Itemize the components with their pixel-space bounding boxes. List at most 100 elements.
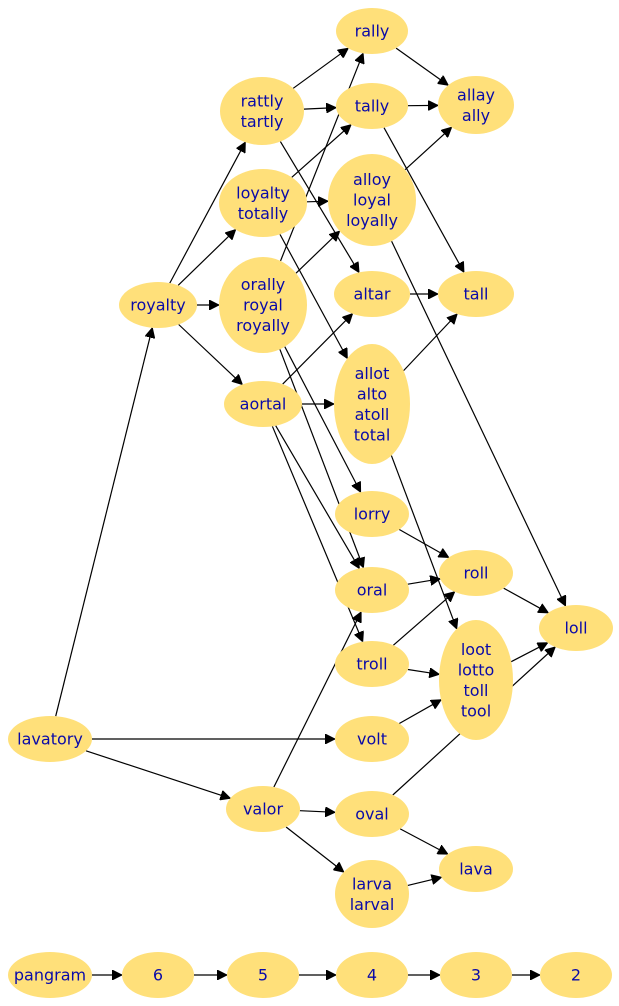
node-label: altar [354, 285, 391, 304]
node-label: totally [238, 204, 289, 223]
edge-oral-to-roll [407, 579, 440, 584]
node-label: oval [355, 805, 389, 824]
node-ellipse [8, 952, 92, 998]
node-ellipse [328, 154, 416, 246]
node-ellipse [219, 257, 307, 353]
node-label: oral [357, 581, 388, 600]
node-n2: 2 [540, 952, 612, 998]
edges-layer [55, 47, 566, 975]
node-rally: rally [336, 8, 408, 54]
node-label: valor [243, 800, 284, 819]
edge-aortal-to-oral [275, 425, 360, 569]
node-label: rally [355, 22, 390, 41]
node-label: alloy [353, 170, 391, 189]
node-n4: 4 [336, 952, 408, 998]
node-label: loll [564, 619, 587, 638]
edge-rally-to-allay [395, 47, 448, 85]
node-pangram: pangram [8, 952, 92, 998]
node-n6: 6 [122, 952, 194, 998]
node-ellipse [119, 282, 197, 328]
node-label: pangram [14, 966, 86, 985]
node-ellipse [439, 846, 513, 892]
node-label: tall [464, 285, 489, 304]
node-label: loyal [353, 191, 391, 210]
edge-lavatory-to-valor [85, 750, 230, 799]
node-roll: roll [439, 550, 513, 596]
node-label: total [354, 425, 391, 444]
node-loyalty: loyalty totally [219, 169, 307, 237]
node-tall: tall [438, 271, 514, 317]
edge-troll-to-loot [407, 670, 439, 675]
node-label: aortal [240, 395, 287, 414]
node-ellipse [439, 620, 513, 740]
node-ellipse [336, 8, 408, 54]
node-label: 6 [153, 966, 163, 985]
node-valor: valor [226, 786, 300, 832]
node-ellipse [335, 716, 409, 762]
node-ellipse [334, 271, 410, 317]
edge-orally-to-alloy [295, 231, 340, 274]
node-ellipse [336, 83, 408, 129]
node-label: atoll [355, 405, 390, 424]
node-ellipse [334, 344, 410, 464]
node-volt: volt [335, 716, 409, 762]
node-lavatory: lavatory [8, 716, 92, 762]
node-label: troll [356, 655, 387, 674]
edge-rattly-to-rally [292, 48, 348, 89]
node-label: lava [459, 860, 493, 879]
edge-valor-to-larva [285, 826, 344, 872]
node-label: allot [355, 364, 390, 383]
node-ellipse [335, 567, 409, 613]
node-label: loyally [346, 211, 398, 230]
edge-loyalty-to-tally [291, 125, 351, 178]
node-ellipse [438, 76, 514, 134]
node-altar: altar [334, 271, 410, 317]
edge-volt-to-loot [399, 700, 441, 725]
edge-valor-to-oval [299, 811, 335, 813]
node-label: lorry [354, 505, 391, 524]
node-aortal: aortal [224, 381, 302, 427]
edge-royalty-to-rattly [169, 142, 246, 284]
edge-aortal-to-altar [282, 314, 353, 385]
node-label: 4 [367, 966, 377, 985]
edge-loyalty-to-allot [279, 234, 347, 358]
edge-lorry-to-roll [399, 528, 448, 558]
node-label: larva [352, 874, 392, 893]
node-label: orally [241, 275, 286, 294]
node-ellipse [227, 952, 299, 998]
edge-tally-to-tall [383, 127, 464, 273]
edge-alloy-to-allay [404, 127, 452, 171]
edge-valor-to-oral [273, 612, 362, 788]
node-label: loyalty [236, 183, 290, 202]
node-label: alto [357, 384, 387, 403]
edge-loyalty-to-alloy [306, 201, 328, 202]
node-label: royalty [130, 296, 185, 315]
node-oral: oral [335, 567, 409, 613]
edge-royalty-to-loyalty [177, 230, 235, 286]
node-label: lavatory [17, 730, 83, 749]
edge-troll-to-roll [393, 592, 454, 646]
node-lorry: lorry [335, 491, 409, 537]
node-label: 5 [258, 966, 268, 985]
node-label: rattly [241, 91, 284, 110]
node-label: volt [357, 730, 387, 749]
node-label: royally [236, 316, 290, 335]
node-ellipse [439, 550, 513, 596]
node-ellipse [335, 491, 409, 537]
node-ellipse [540, 952, 612, 998]
node-ellipse [224, 381, 302, 427]
node-ellipse [335, 641, 409, 687]
nodes-layer: rallyallayallyrattlytartlytallyloyaltyto… [8, 8, 613, 998]
node-ellipse [438, 271, 514, 317]
node-label: royal [243, 296, 283, 315]
edge-royalty-to-aortal [178, 324, 243, 385]
node-label: 3 [471, 966, 481, 985]
node-ellipse [336, 952, 408, 998]
node-label: tool [461, 701, 491, 720]
edge-rattly-to-altar [279, 141, 359, 273]
node-ellipse [539, 605, 613, 651]
